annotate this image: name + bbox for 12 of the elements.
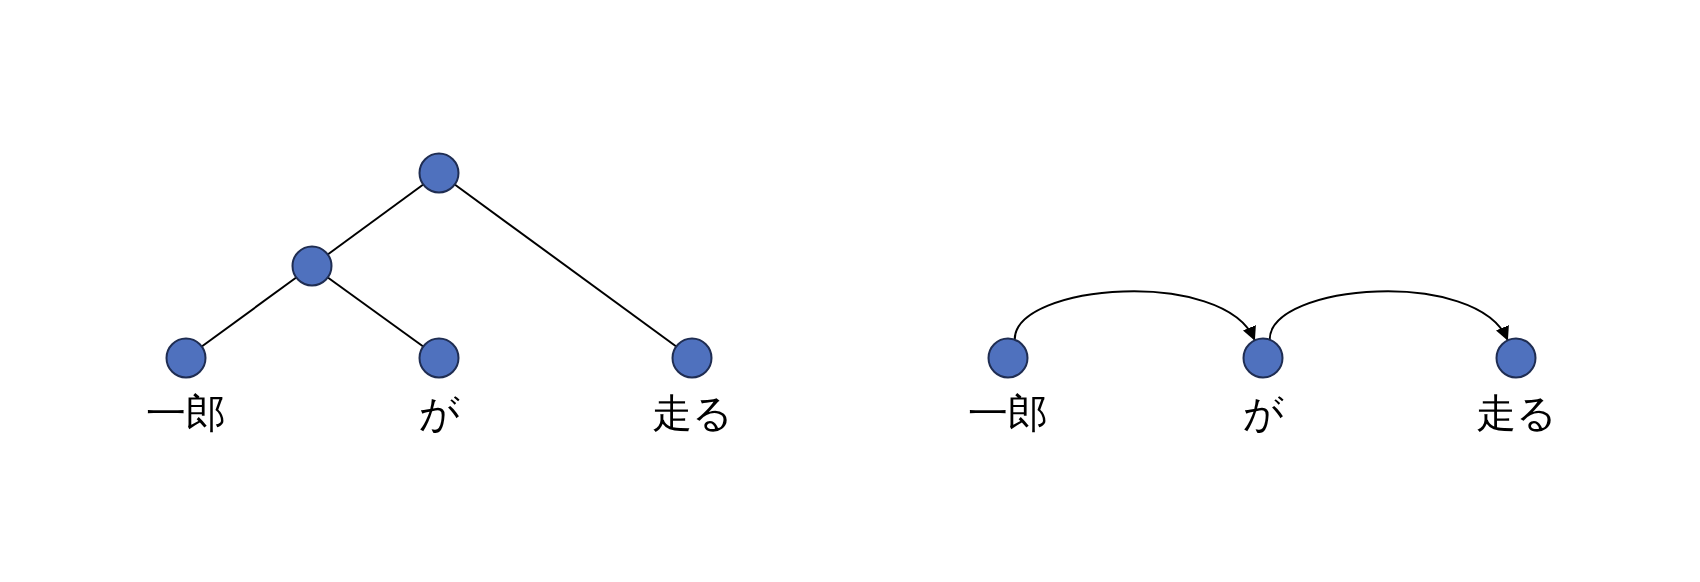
tree-branch [453,183,678,348]
dependency-arc [1013,290,1256,341]
tree-branch [200,276,298,348]
word-label: 走る [1475,390,1557,436]
word-label: が [1242,390,1284,436]
word-label: 一郎 [146,390,226,436]
tree-branch [326,276,425,348]
word-label: が [418,390,460,436]
dependency-arc [1268,290,1509,341]
tree-branch [326,183,425,256]
word-label: 走る [651,390,733,436]
word-label: 一郎 [968,390,1048,436]
